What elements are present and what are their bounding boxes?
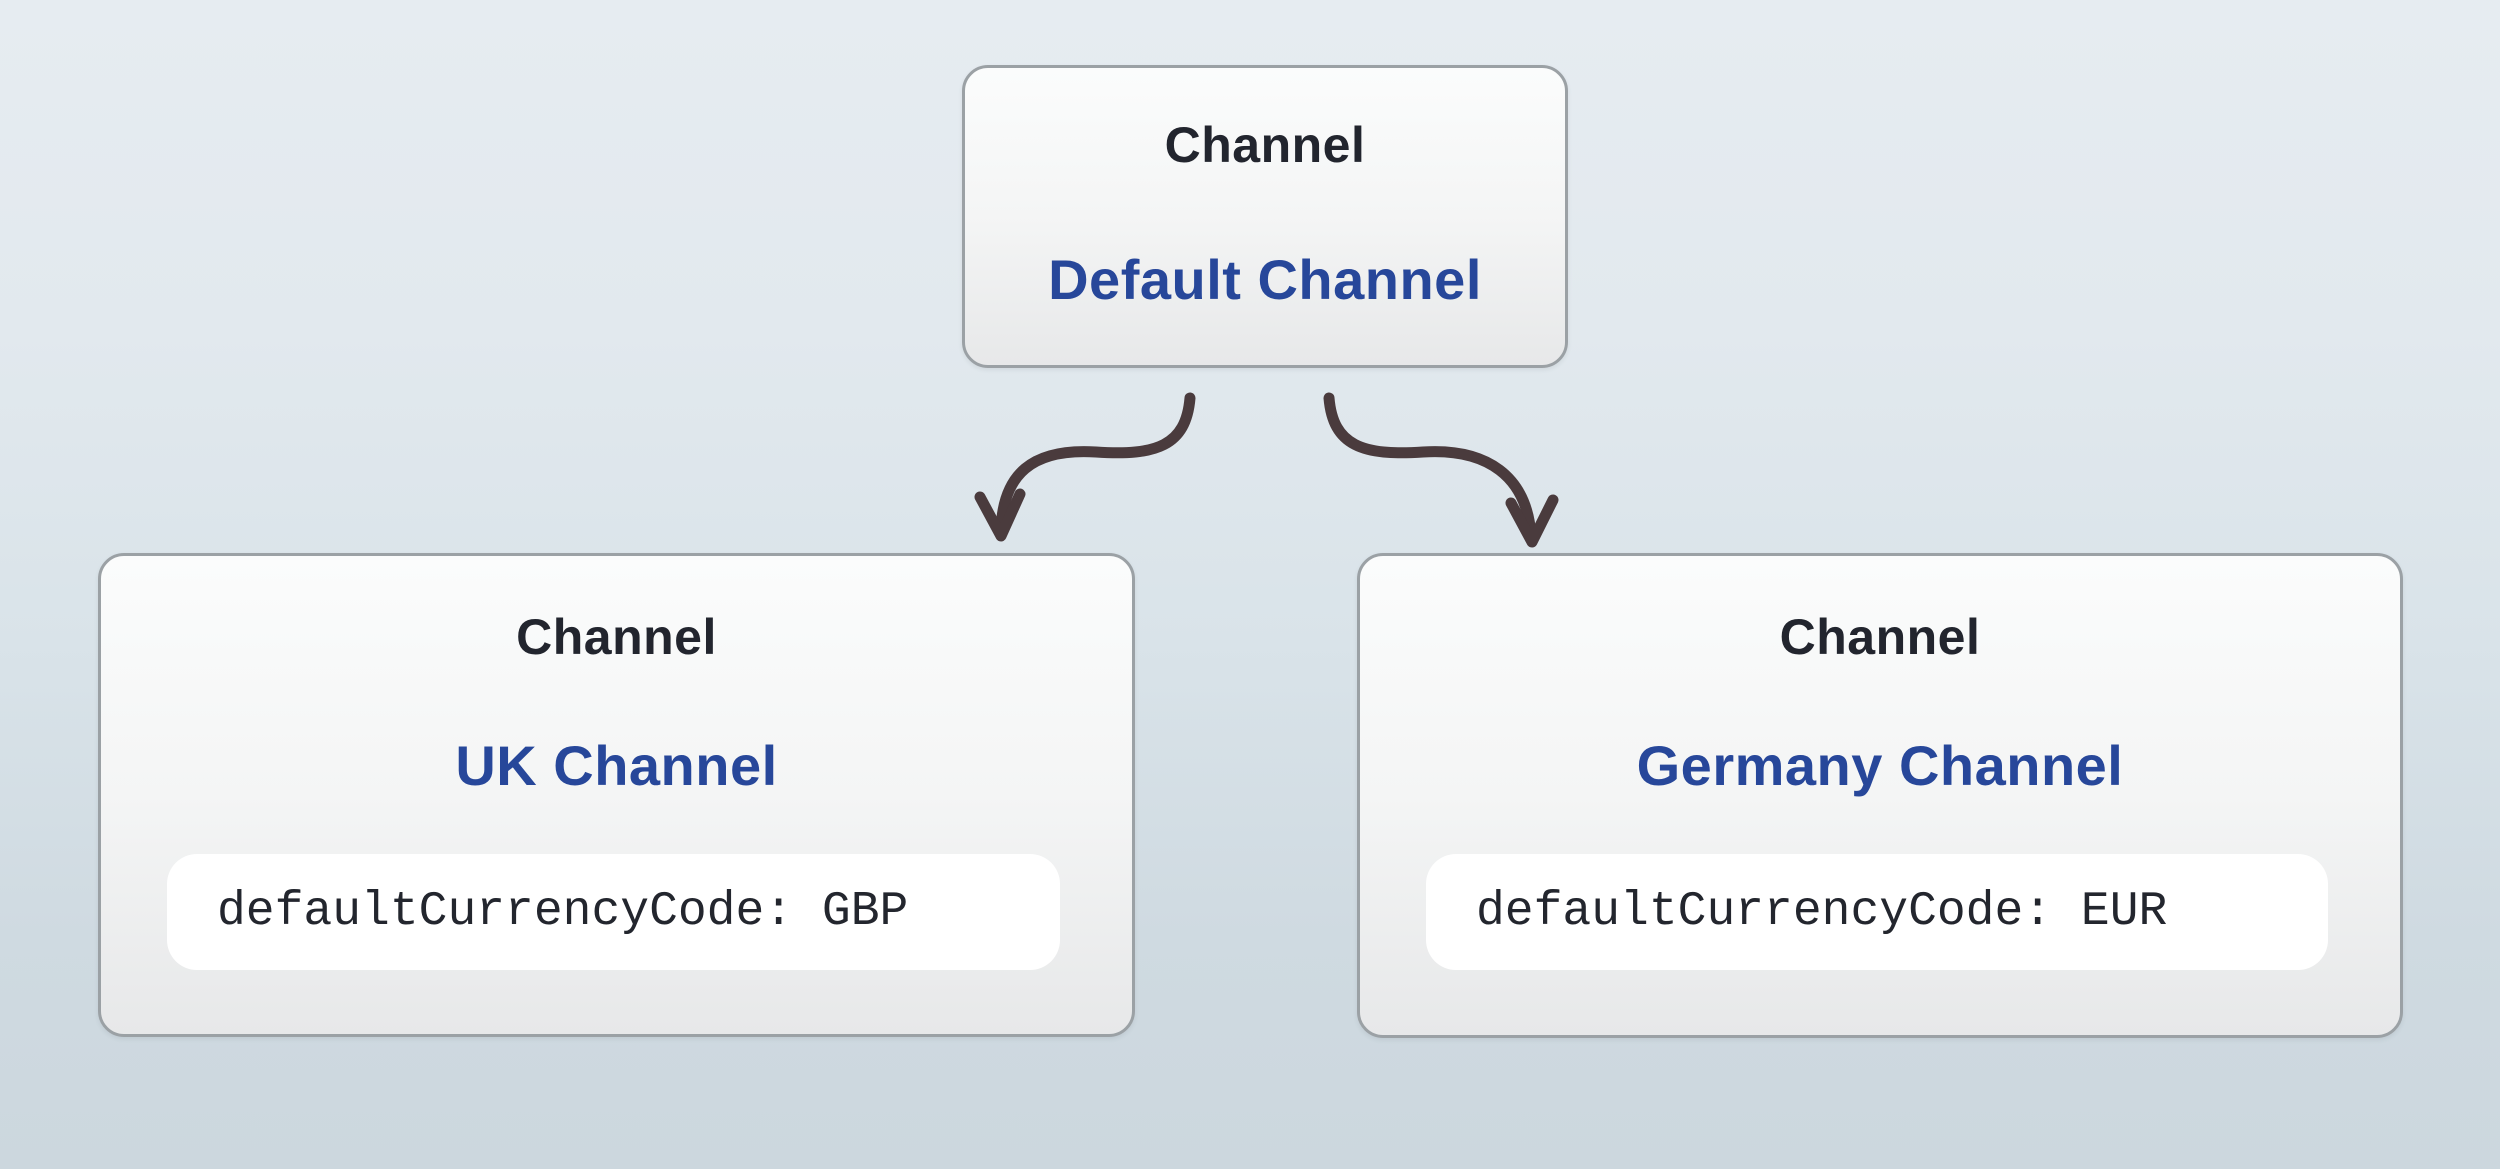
arrow-root-to-germany-shaft (1323, 392, 1537, 542)
node-type-label: Channel (516, 609, 717, 665)
arrowhead-uk-icon (974, 488, 1026, 542)
arrow-root-to-uk-shaft (995, 392, 1196, 536)
currency-code-chip: defaultCurrencyCode: GBP (167, 854, 1060, 970)
node-default-channel: Channel Default Channel (962, 65, 1568, 368)
node-type-label: Channel (1779, 609, 1981, 665)
node-name-label: UK Channel (455, 734, 778, 797)
currency-code-text: defaultCurrencyCode: EUR (1476, 885, 2168, 939)
node-germany-channel: Channel Germany Channel defaultCurrencyC… (1357, 553, 2403, 1038)
arrowhead-germany-icon (1505, 494, 1559, 548)
node-uk-channel: Channel UK Channel defaultCurrencyCode: … (98, 553, 1135, 1037)
node-name-label: Germany Channel (1636, 734, 2124, 797)
currency-code-chip: defaultCurrencyCode: EUR (1426, 854, 2328, 970)
arrow-root-to-germany-channel (1323, 392, 1559, 548)
arrow-root-to-uk-channel (974, 392, 1196, 542)
currency-code-text: defaultCurrencyCode: GBP (217, 885, 909, 939)
node-name-label: Default Channel (1048, 248, 1482, 311)
node-type-label: Channel (1164, 117, 1366, 173)
